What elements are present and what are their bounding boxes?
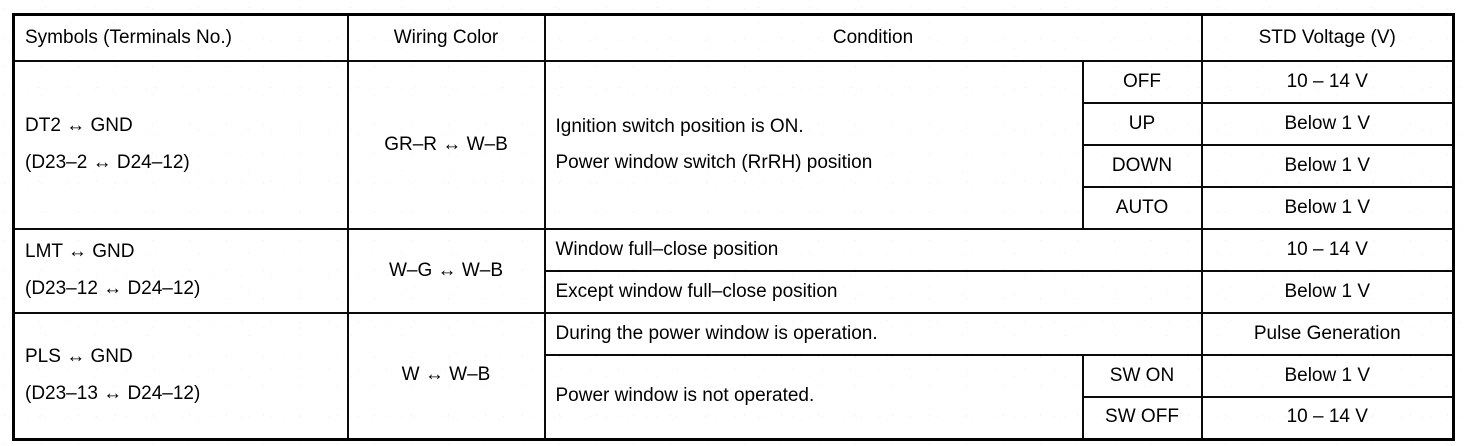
table-header-row: Symbols (Terminals No.) Wiring Color Con… [12,13,1455,62]
cell-condition-pls-not-operated: Power window is not operated. [543,354,1084,440]
cell-voltage-lmt-except-full-close: Below 1 V [1200,270,1455,314]
cell-wiring-color-dt2: GR–R ↔ W–B [346,60,546,230]
cell-condition-lmt-except-full-close: Except window full–close position [543,270,1203,314]
inspection-spec-table: Symbols (Terminals No.) Wiring Color Con… [12,13,1455,441]
cell-condition-dt2: Ignition switch position is ON. Power wi… [543,60,1084,230]
cell-symbol-pls: PLS ↔ GND (D23–13 ↔ D24–12) [12,312,349,440]
header-symbols: Symbols (Terminals No.) [12,13,349,62]
condition-line-1: Ignition switch position is ON. [555,115,804,137]
symbol-name: DT2 ↔ GND [25,115,133,137]
table-row: Power window is not operated. SW ON Belo… [14,354,1455,440]
condition-line-2: Power window switch (RrRH) position [555,151,873,173]
symbol-terminals: (D23–2 ↔ D24–12) [25,152,190,173]
symbol-terminals: (D23–13 ↔ D24–12) [25,382,201,404]
cell-voltage-down: Below 1 V [1200,144,1455,188]
cell-switch-state-down: DOWN [1081,144,1203,188]
header-std-voltage: STD Voltage (V) [1200,13,1455,62]
table-row: PLS ↔ GND (D23–13 ↔ D24–12) W ↔ W–B Duri… [12,312,1455,440]
table-row: LMT ↔ GND (D23–12 ↔ D24–12) W–G ↔ W–B Wi… [12,228,1455,314]
cell-symbol-lmt: LMT ↔ GND (D23–12 ↔ D24–12) [12,228,349,314]
table-row: UP Below 1 V [14,102,1455,146]
cell-voltage-sw-off: 10 – 14 V [1200,396,1455,440]
cell-voltage-pls-operating: Pulse Generation [1200,312,1455,356]
cell-condition-lmt-full-close: Window full–close position [543,228,1203,272]
header-condition: Condition [543,13,1203,62]
cell-voltage-lmt-full-close: 10 – 14 V [1200,228,1455,272]
cell-symbol-dt2: DT2 ↔ GND (D23–2 ↔ D24–12) [12,60,349,230]
symbol-name: LMT ↔ GND [25,241,135,263]
symbol-terminals: (D23–12 ↔ D24–12) [25,278,201,299]
cell-switch-state-auto: AUTO [1081,186,1203,230]
cell-voltage-off: 10 – 14 V [1200,60,1455,104]
cell-wiring-color-lmt: W–G ↔ W–B [346,228,546,314]
cell-voltage-auto: Below 1 V [1200,186,1455,230]
table-row: SW OFF 10 – 14 V [14,396,1455,440]
table-row: Except window full–close position Below … [14,270,1455,314]
table-row: DOWN Below 1 V [14,144,1455,188]
cell-condition-pls-operating: During the power window is operation. [543,312,1203,356]
cell-switch-state-up: UP [1081,102,1203,146]
table-row: AUTO Below 1 V [14,186,1455,230]
symbol-name: PLS ↔ GND [25,345,133,367]
cell-voltage-up: Below 1 V [1200,102,1455,146]
cell-switch-state-sw-off: SW OFF [1081,396,1203,440]
cell-switch-state-sw-on: SW ON [1081,354,1203,398]
cell-wiring-color-pls: W ↔ W–B [346,312,546,440]
header-wiring-color: Wiring Color [346,13,546,62]
table-row: DT2 ↔ GND (D23–2 ↔ D24–12) GR–R ↔ W–B Ig… [12,60,1455,230]
cell-voltage-sw-on: Below 1 V [1200,354,1455,398]
cell-switch-state-off: OFF [1081,60,1203,104]
